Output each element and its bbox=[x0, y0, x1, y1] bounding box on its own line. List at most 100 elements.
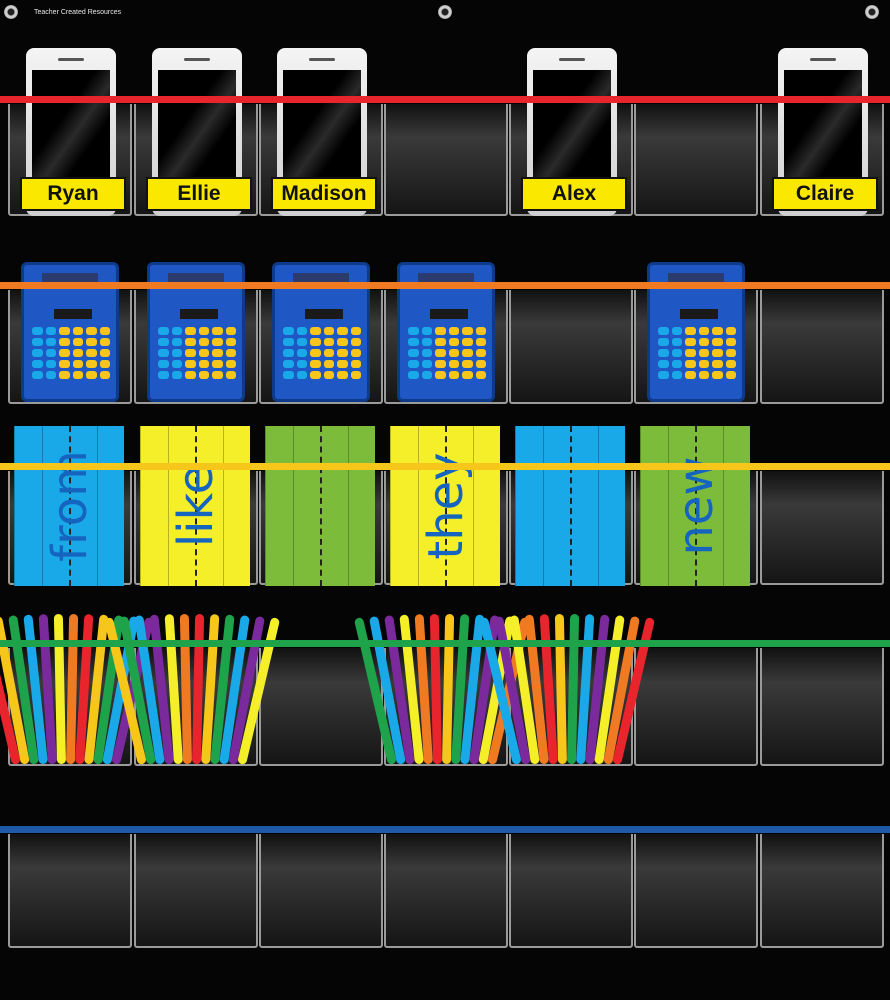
word-card: they bbox=[390, 426, 500, 586]
pocket[interactable] bbox=[634, 648, 758, 766]
word-card: from bbox=[14, 426, 124, 586]
calculator-key bbox=[198, 338, 209, 346]
pocket[interactable] bbox=[634, 104, 758, 216]
calculator-key bbox=[408, 349, 419, 357]
calculator-key bbox=[698, 338, 709, 346]
pocket[interactable] bbox=[760, 834, 884, 948]
pocket[interactable] bbox=[760, 471, 884, 585]
calculator-key bbox=[712, 349, 723, 357]
pocket[interactable] bbox=[259, 648, 383, 766]
card-word: new bbox=[667, 456, 724, 556]
phone-screen bbox=[283, 70, 361, 186]
pocket[interactable] bbox=[384, 834, 508, 948]
calculator-key bbox=[212, 360, 223, 368]
calculator-key bbox=[86, 360, 97, 368]
card-dash-line bbox=[695, 426, 697, 586]
craft-stick bbox=[554, 613, 567, 765]
calculator-key bbox=[725, 338, 736, 346]
calculator-key bbox=[99, 371, 110, 379]
speaker bbox=[309, 58, 335, 61]
calculator-key bbox=[283, 338, 294, 346]
calculator-key bbox=[337, 327, 348, 335]
calculator-key bbox=[86, 371, 97, 379]
calculator-key bbox=[685, 360, 696, 368]
calculator-key bbox=[45, 360, 56, 368]
calculator-key bbox=[32, 338, 43, 346]
card-fold bbox=[42, 426, 43, 586]
card-fold bbox=[97, 426, 98, 586]
calculator-key bbox=[685, 371, 696, 379]
calculator-key bbox=[72, 338, 83, 346]
pocket[interactable] bbox=[384, 104, 508, 216]
calculator-key bbox=[212, 371, 223, 379]
calculator-key bbox=[350, 338, 361, 346]
calculator-key bbox=[448, 349, 459, 357]
calculator-key bbox=[323, 338, 334, 346]
calculator-key bbox=[212, 327, 223, 335]
craft-stick bbox=[53, 613, 66, 765]
calculator-key bbox=[212, 338, 223, 346]
calculator-key bbox=[698, 349, 709, 357]
calculator-key bbox=[310, 327, 321, 335]
calculator-key bbox=[158, 327, 169, 335]
calculator-key bbox=[45, 327, 56, 335]
calculator-key bbox=[59, 349, 70, 357]
calculator-key bbox=[185, 338, 196, 346]
pocket[interactable] bbox=[634, 834, 758, 948]
calculator-key bbox=[45, 349, 56, 357]
name-tag: Claire bbox=[772, 177, 878, 211]
craft-stick bbox=[179, 613, 192, 765]
calculator-key bbox=[225, 360, 236, 368]
calculator-key bbox=[337, 371, 348, 379]
card-fold bbox=[348, 426, 349, 586]
calculator-key bbox=[99, 338, 110, 346]
calculator-key bbox=[32, 349, 43, 357]
calculator-key bbox=[99, 327, 110, 335]
calculator-key bbox=[435, 349, 446, 357]
stripe-blue bbox=[0, 826, 890, 833]
calculator-key bbox=[72, 327, 83, 335]
calculator-key bbox=[712, 338, 723, 346]
card-fold bbox=[168, 426, 169, 586]
grommet-icon bbox=[4, 5, 18, 19]
card-dash-line bbox=[320, 426, 322, 586]
word-card: new bbox=[640, 426, 750, 586]
card-dash-line bbox=[195, 426, 197, 586]
card-fold bbox=[223, 426, 224, 586]
speaker bbox=[184, 58, 210, 61]
calculator-key bbox=[685, 338, 696, 346]
pocket[interactable] bbox=[760, 290, 884, 404]
pocket[interactable] bbox=[8, 834, 132, 948]
card-dash-line bbox=[570, 426, 572, 586]
name-tag: Alex bbox=[521, 177, 627, 211]
solar-panel bbox=[668, 273, 724, 283]
calculator-key bbox=[698, 360, 709, 368]
speaker bbox=[58, 58, 84, 61]
calculator-key bbox=[448, 338, 459, 346]
calculator-key bbox=[698, 327, 709, 335]
calculator-key bbox=[185, 327, 196, 335]
calculator-key bbox=[283, 360, 294, 368]
calculator-key bbox=[283, 327, 294, 335]
pocket[interactable] bbox=[509, 834, 633, 948]
pocket[interactable] bbox=[259, 834, 383, 948]
calculator-key bbox=[725, 327, 736, 335]
calculator-display bbox=[180, 309, 218, 319]
solar-panel bbox=[293, 273, 349, 283]
pocket[interactable] bbox=[509, 290, 633, 404]
calculator-key bbox=[462, 360, 473, 368]
calculator-key bbox=[296, 371, 307, 379]
calculator-key bbox=[658, 360, 669, 368]
calculator-key bbox=[421, 327, 432, 335]
calculator-key bbox=[671, 338, 682, 346]
calculator-key bbox=[72, 349, 83, 357]
calculator-key bbox=[671, 371, 682, 379]
calculator-key bbox=[32, 327, 43, 335]
calculator-key bbox=[86, 327, 97, 335]
calculator-key bbox=[658, 349, 669, 357]
pocket[interactable] bbox=[760, 648, 884, 766]
pocket[interactable] bbox=[134, 834, 258, 948]
calculator-key bbox=[45, 338, 56, 346]
calculator-key bbox=[658, 371, 669, 379]
